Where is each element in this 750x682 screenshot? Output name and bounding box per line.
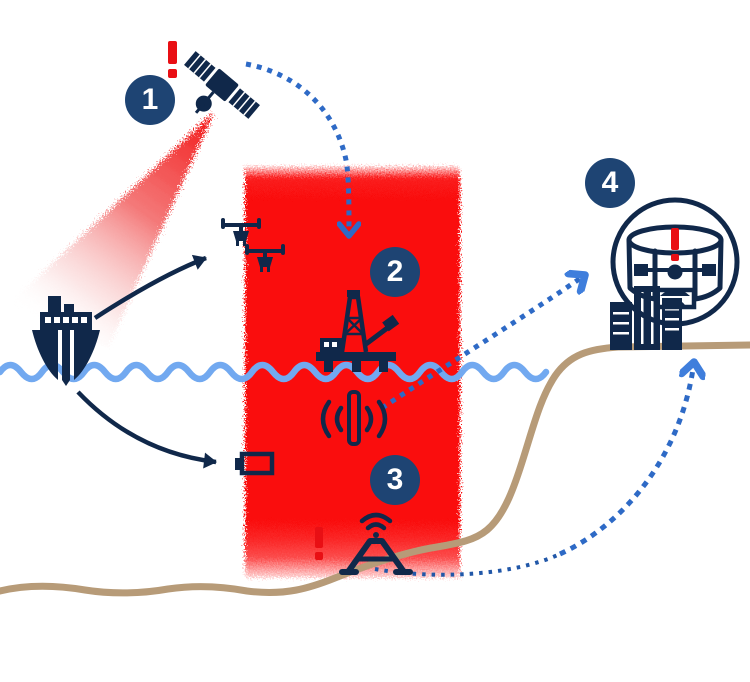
operator-display-icon: [610, 197, 740, 327]
sonar-sensor-icon: [320, 390, 388, 446]
seabed-sensor-icon: [339, 512, 413, 575]
arrow-seabed-to-control-center: [558, 362, 694, 557]
ship-icon: [32, 296, 100, 386]
drone-icon: [245, 244, 285, 272]
arrow-satellite-to-rig: [245, 61, 349, 236]
arrow-ship-to-drone: [93, 254, 207, 320]
auv-icon: [235, 451, 275, 476]
badge-3: 3: [370, 455, 420, 505]
alert-exclamation-icon: [671, 228, 679, 261]
oil-rig-icon: [316, 290, 400, 372]
badge-4: 4: [585, 158, 635, 208]
satellite-beam: [8, 112, 214, 348]
alert-exclamation-icon: [168, 41, 177, 78]
waterline: [0, 361, 550, 383]
badge-2: 2: [370, 247, 420, 297]
badge-1: 1: [125, 75, 175, 125]
satellite-icon: [184, 51, 260, 119]
alert-exclamation-icon: [315, 527, 323, 560]
drone-icon: [221, 218, 261, 246]
arrow-ship-to-auv: [76, 390, 217, 469]
